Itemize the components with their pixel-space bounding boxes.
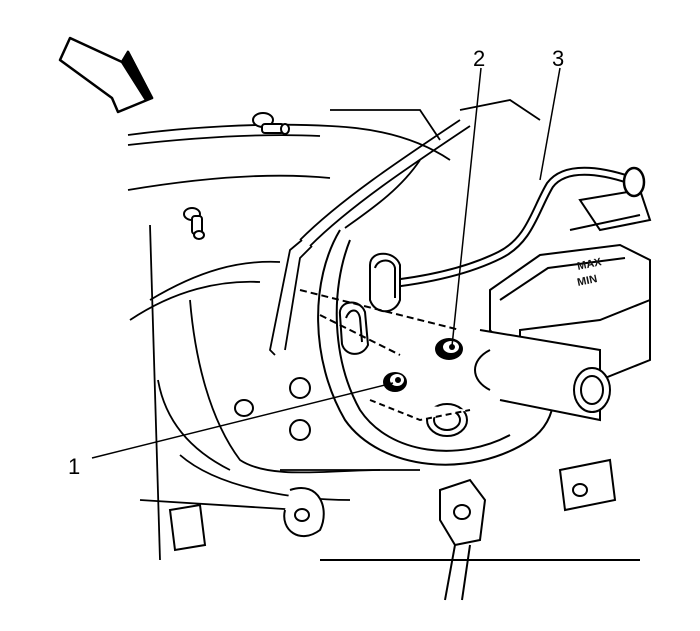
- lower-bracket: [168, 377, 640, 601]
- callout-1-leader: [91, 382, 394, 459]
- panel-bolt-lower: [183, 207, 205, 240]
- callout-2-label: 2: [473, 46, 485, 71]
- grommet-item-1: [383, 372, 407, 392]
- vacuum-hose: [379, 166, 646, 290]
- callout-2-leader: [451, 67, 482, 347]
- reservoir-max-mark: MAX: [576, 256, 603, 273]
- callout-3-leader: [539, 67, 561, 181]
- master-cylinder-reservoir: [474, 188, 652, 422]
- check-valve-assembly: [299, 252, 461, 356]
- reservoir-min-mark: MIN: [576, 273, 598, 289]
- grommet-item-2: [435, 338, 463, 360]
- brake-lines: [269, 119, 471, 356]
- callout-3-label: 3: [552, 46, 564, 71]
- view-direction-arrow-icon: [58, 36, 154, 114]
- callout-1-label: 1: [68, 454, 80, 479]
- firewall-outline: [127, 99, 541, 561]
- callout-leaders: [91, 67, 561, 459]
- panel-bolt-upper: [252, 112, 290, 135]
